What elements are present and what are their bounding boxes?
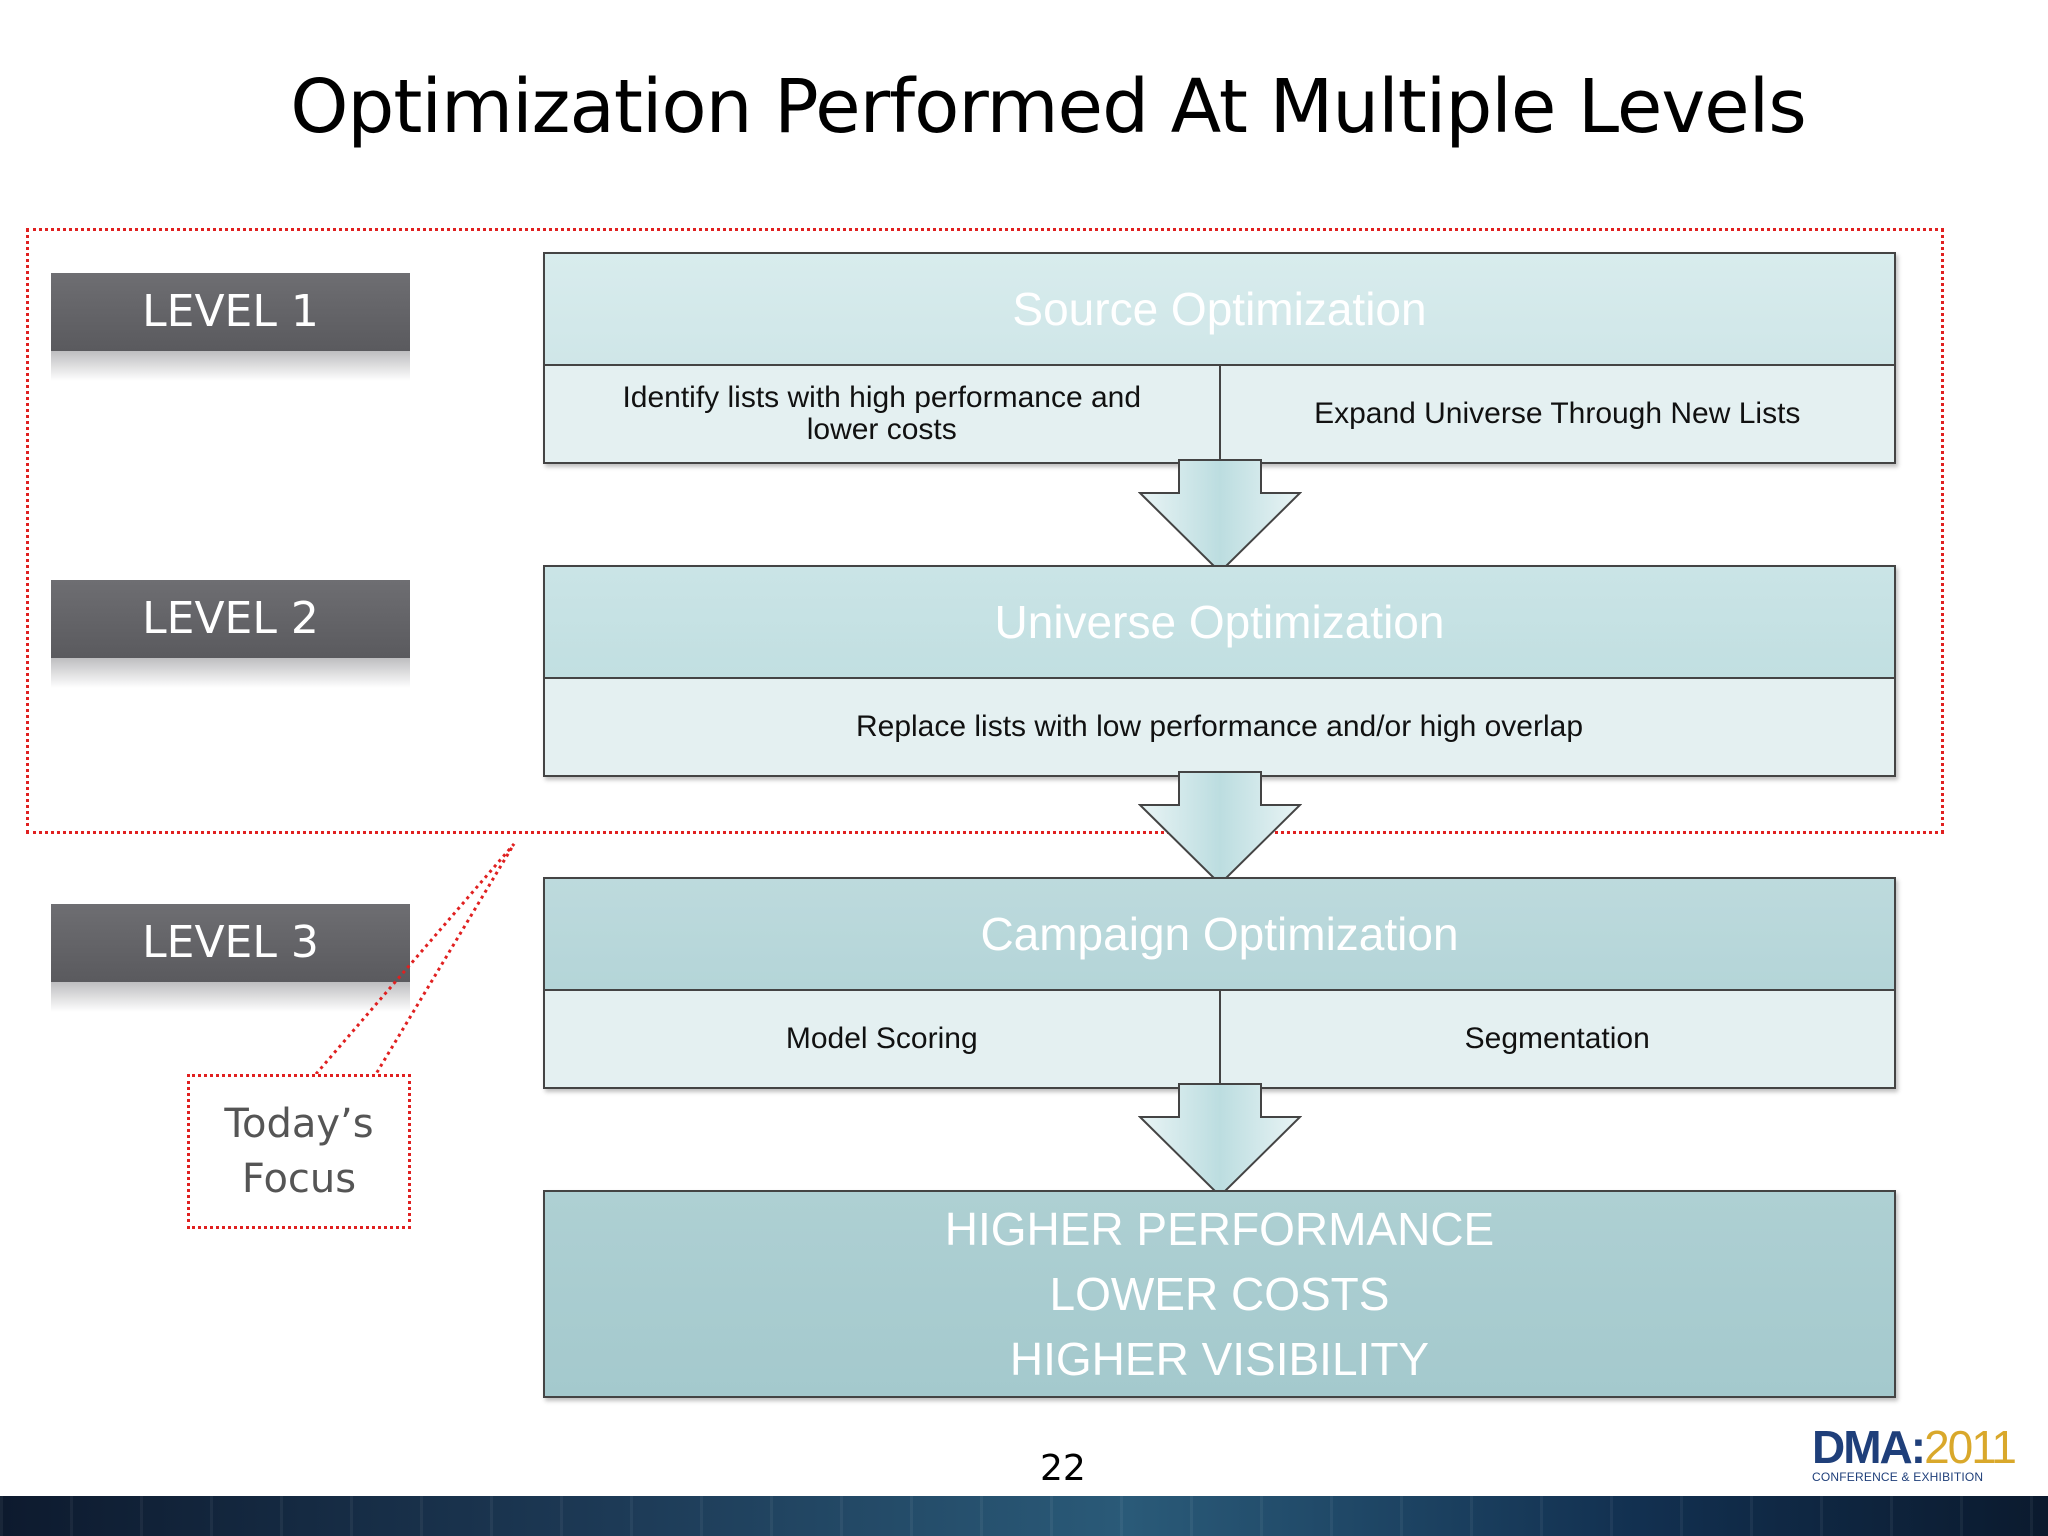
todays-focus-callout: Today’s Focus: [187, 1074, 411, 1229]
logo-name: DMA: [1812, 1421, 1913, 1473]
slide-title: Optimization Performed At Multiple Level…: [290, 64, 1807, 150]
panel-cell: Replace lists with low performance and/o…: [545, 679, 1894, 775]
page-number: 22: [1040, 1448, 1086, 1489]
outcome-line: HIGHER PERFORMANCE: [944, 1202, 1495, 1255]
panel-row: Model Scoring Segmentation: [545, 991, 1894, 1087]
panel-heading: Universe Optimization: [545, 567, 1894, 679]
footer-banner: [0, 1496, 2048, 1536]
level-1-reflection: [51, 351, 410, 381]
panel-cell: Expand Universe Through New Lists: [1218, 366, 1894, 462]
panel-row: Identify lists with high performance and…: [545, 366, 1894, 462]
callout-pointer: [314, 843, 516, 1075]
callout-text: Focus: [241, 1155, 357, 1202]
campaign-optimization-panel: Campaign Optimization Model Scoring Segm…: [543, 877, 1896, 1089]
callout-text: Today’s: [224, 1100, 374, 1147]
dma-2011-logo: DMA:2011 CONFERENCE & EXHIBITION: [1812, 1421, 2017, 1484]
down-arrow-icon: [1138, 771, 1302, 886]
panel-cell: Model Scoring: [545, 991, 1219, 1087]
down-arrow-icon: [1138, 459, 1302, 574]
level-2-badge: LEVEL 2: [51, 580, 410, 658]
panel-row: Replace lists with low performance and/o…: [545, 679, 1894, 775]
panel-cell: Identify lists with high performance and…: [545, 366, 1219, 462]
down-arrow-icon: [1138, 1083, 1302, 1198]
level-3-badge: LEVEL 3: [51, 904, 410, 982]
panel-heading: Campaign Optimization: [545, 879, 1894, 991]
level-3-reflection: [51, 982, 410, 1012]
outcome-box: HIGHER PERFORMANCE LOWER COSTS HIGHER VI…: [543, 1190, 1896, 1398]
source-optimization-panel: Source Optimization Identify lists with …: [543, 252, 1896, 464]
outcome-line: HIGHER VISIBILITY: [1009, 1332, 1430, 1385]
logo-separator: :: [1910, 1421, 1926, 1473]
panel-heading: Source Optimization: [545, 254, 1894, 366]
level-2-reflection: [51, 658, 410, 688]
logo-tagline: CONFERENCE & EXHIBITION: [1812, 1470, 1984, 1484]
outcome-line: LOWER COSTS: [1049, 1267, 1390, 1320]
logo-year: 2011: [1924, 1421, 2017, 1473]
level-1-badge: LEVEL 1: [51, 273, 410, 351]
panel-cell: Segmentation: [1218, 991, 1894, 1087]
universe-optimization-panel: Universe Optimization Replace lists with…: [543, 565, 1896, 777]
focus-region-border: [26, 228, 1944, 834]
